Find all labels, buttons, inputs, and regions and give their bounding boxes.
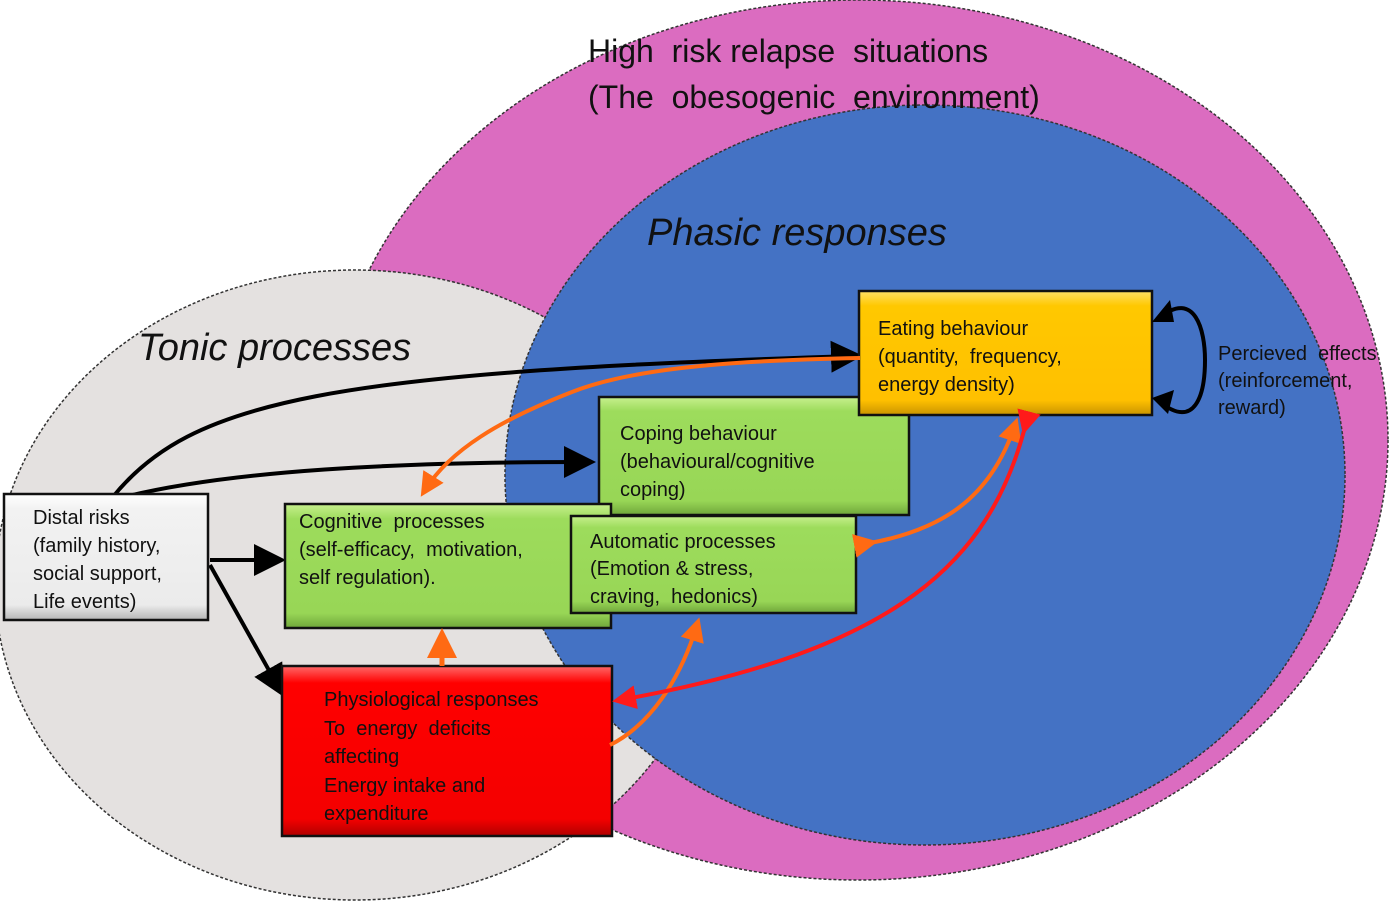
physiological-responses-box: Physiological responses To energy deficit… xyxy=(280,664,614,838)
physiological-line-5: expenditure xyxy=(324,803,429,825)
svg-text:Cognitive processes(self-effi: Cognitive processes (self-efficacy, motiv… xyxy=(299,511,523,589)
feedback-label-line-2: (reinforcement, xyxy=(1218,370,1353,392)
coping-line-2: (behavioural/cognitive xyxy=(620,451,815,473)
physiological-line-2: To energy deficits xyxy=(324,718,491,740)
arrow-eating-physiological-bidirectional xyxy=(612,408,1041,709)
automatic-line-2: (Emotion & stress, xyxy=(590,558,753,580)
feedback-label-line-3: reward) xyxy=(1218,397,1286,419)
distal-line-3: social support, xyxy=(33,563,162,585)
coping-line-3: coping) xyxy=(620,479,686,501)
feedback-loop-arrow xyxy=(1158,306,1208,415)
high-risk-title-line2: (The obesogenic environment) xyxy=(588,79,1040,115)
distal-risks-box: Distal risks (family history, social suppo… xyxy=(2,492,210,622)
feedback-arrowhead-bottom xyxy=(1152,390,1174,414)
svg-text:Percieved effects(reinforceme: Percieved effects (reinforcement, reward) xyxy=(1218,343,1377,419)
cognitive-line-3: self regulation). xyxy=(299,567,436,589)
eating-line-1: Eating behaviour xyxy=(878,318,1028,340)
eating-line-2: (quantity, frequency, xyxy=(878,346,1062,368)
distal-line-1: Distal risks xyxy=(33,507,130,529)
arrow-distal-to-coping xyxy=(119,446,596,500)
phasic-title: Phasic responses xyxy=(647,212,947,254)
eating-line-3: energy density) xyxy=(878,374,1015,396)
tonic-title: Tonic processes xyxy=(138,327,411,369)
physiological-line-1: Physiological responses xyxy=(324,689,539,711)
cognitive-line-1: Cognitive processes xyxy=(299,511,485,533)
svg-text:Eating behaviour(quantity, fr: Eating behaviour (quantity, frequency, ene… xyxy=(878,318,1062,396)
cognitive-line-2: (self-efficacy, motivation, xyxy=(299,539,523,561)
svg-text:Automatic processes(Emotion &: Automatic processes (Emotion & stress, cra… xyxy=(590,531,776,608)
cognitive-processes-box: Cognitive processes (self-efficacy, motiv… xyxy=(283,502,613,630)
high-risk-title-line1: High risk relapse situations xyxy=(588,33,988,69)
feedback-arrowhead-top xyxy=(1152,300,1174,322)
physiological-line-4: Energy intake and xyxy=(324,775,485,797)
arrow-distal-to-eating xyxy=(110,340,863,500)
distal-line-2: (family history, xyxy=(33,535,160,557)
eating-behaviour-box: Eating behaviour (quantity, frequency, ene… xyxy=(857,289,1154,417)
arrow-eating-to-cognitive xyxy=(420,356,861,497)
automatic-line-3: craving, hedonics) xyxy=(590,586,758,608)
feedback-label-line-1: Percieved effects xyxy=(1218,343,1377,365)
coping-line-1: Coping behaviour xyxy=(620,423,777,445)
automatic-processes-box: Automatic processes (Emotion & stress, cra… xyxy=(569,514,858,615)
automatic-line-1: Automatic processes xyxy=(590,531,776,553)
physiological-line-3: affecting xyxy=(324,746,399,768)
svg-text:Distal risks(family history,so: Distal risks (family history, social suppo… xyxy=(33,507,162,613)
arrow-distal-to-physiological xyxy=(208,564,284,697)
distal-line-4: Life events) xyxy=(33,591,136,613)
